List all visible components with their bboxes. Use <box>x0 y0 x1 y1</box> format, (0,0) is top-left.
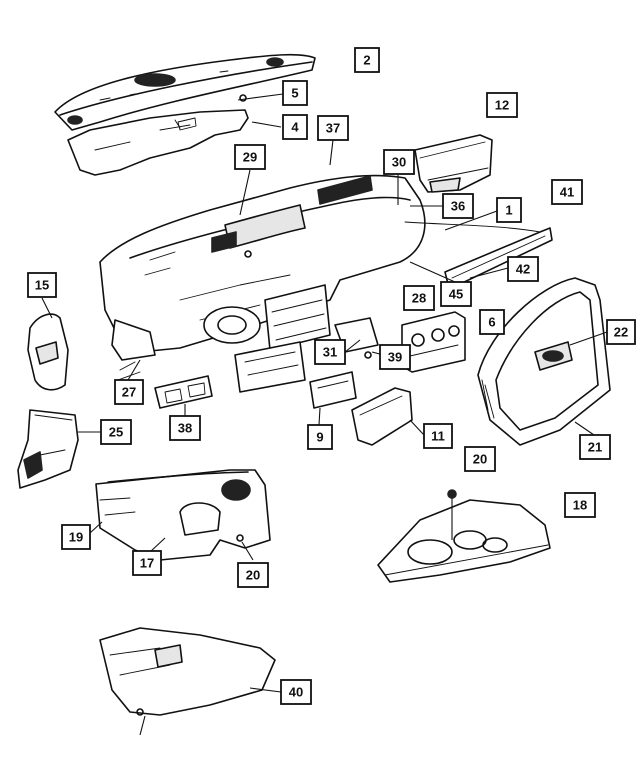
svg-text:41: 41 <box>560 185 574 200</box>
callout-22[interactable]: 22 <box>606 319 636 345</box>
svg-text:18: 18 <box>573 498 587 513</box>
lower-center-trim <box>351 387 413 446</box>
left-lower-panel <box>17 409 79 489</box>
dash-insulator <box>67 94 249 176</box>
callout-30[interactable]: 30 <box>383 149 415 175</box>
svg-text:28: 28 <box>412 291 426 306</box>
svg-text:9: 9 <box>316 430 323 445</box>
small-trim-9 <box>309 371 357 409</box>
svg-text:37: 37 <box>326 121 340 136</box>
svg-text:22: 22 <box>614 325 628 340</box>
callout-36[interactable]: 36 <box>442 193 474 219</box>
airbag-module <box>414 134 493 193</box>
svg-text:45: 45 <box>449 287 463 302</box>
svg-text:4: 4 <box>291 120 299 135</box>
callout-40[interactable]: 40 <box>280 679 312 705</box>
callout-28[interactable]: 28 <box>403 285 435 311</box>
svg-text:19: 19 <box>69 530 83 545</box>
svg-text:27: 27 <box>122 385 136 400</box>
callout-17[interactable]: 17 <box>132 550 162 576</box>
callout-15[interactable]: 15 <box>27 272 57 298</box>
knee-bolster <box>95 469 271 561</box>
svg-text:42: 42 <box>516 262 530 277</box>
svg-text:29: 29 <box>243 150 257 165</box>
callout-19[interactable]: 19 <box>61 524 91 550</box>
callout-20-lower[interactable]: 20 <box>237 562 269 588</box>
svg-text:38: 38 <box>178 421 192 436</box>
callout-45[interactable]: 45 <box>440 281 472 307</box>
callout-6[interactable]: 6 <box>479 309 505 335</box>
svg-text:30: 30 <box>392 155 406 170</box>
svg-text:31: 31 <box>323 345 337 360</box>
svg-text:36: 36 <box>451 199 465 214</box>
svg-text:25: 25 <box>109 425 123 440</box>
callout-39[interactable]: 39 <box>379 344 411 370</box>
svg-text:40: 40 <box>289 685 303 700</box>
parts-artwork <box>17 53 611 716</box>
svg-text:17: 17 <box>140 556 154 571</box>
callout-21[interactable]: 21 <box>579 434 611 460</box>
switch-bezel <box>154 375 213 409</box>
svg-text:20: 20 <box>473 452 487 467</box>
center-bezel <box>401 311 466 373</box>
right-lower-assembly <box>377 489 551 583</box>
svg-text:2: 2 <box>363 53 370 68</box>
instrument-panel <box>99 174 426 393</box>
callout-31[interactable]: 31 <box>314 339 346 365</box>
callout-12[interactable]: 12 <box>486 92 518 118</box>
callouts: 2 5 4 37 12 29 30 41 36 1 42 15 45 28 6 … <box>27 47 636 705</box>
glove-box <box>477 277 611 446</box>
callout-2[interactable]: 2 <box>354 47 380 73</box>
svg-text:39: 39 <box>388 350 402 365</box>
left-end-cap <box>27 313 69 391</box>
lower-left-panel <box>99 627 276 716</box>
svg-text:20: 20 <box>246 568 260 583</box>
callout-1[interactable]: 1 <box>496 197 522 223</box>
svg-text:5: 5 <box>291 86 298 101</box>
callout-41[interactable]: 41 <box>551 179 583 205</box>
callout-42[interactable]: 42 <box>507 256 539 282</box>
callout-29[interactable]: 29 <box>234 144 266 170</box>
callout-25[interactable]: 25 <box>100 419 132 445</box>
callout-20[interactable]: 20 <box>464 446 496 472</box>
callout-18[interactable]: 18 <box>564 492 596 518</box>
callout-38[interactable]: 38 <box>169 415 201 441</box>
svg-text:15: 15 <box>35 278 49 293</box>
svg-text:1: 1 <box>505 203 512 218</box>
svg-text:12: 12 <box>495 98 509 113</box>
svg-text:21: 21 <box>588 440 602 455</box>
callout-27[interactable]: 27 <box>114 379 144 405</box>
callout-37[interactable]: 37 <box>317 115 349 141</box>
callout-5[interactable]: 5 <box>282 80 308 106</box>
callout-11[interactable]: 11 <box>423 423 453 449</box>
svg-text:11: 11 <box>431 429 445 444</box>
upper-dash-cover <box>54 53 316 131</box>
svg-text:6: 6 <box>488 315 495 330</box>
callout-9[interactable]: 9 <box>307 424 333 450</box>
callout-4[interactable]: 4 <box>282 114 308 140</box>
